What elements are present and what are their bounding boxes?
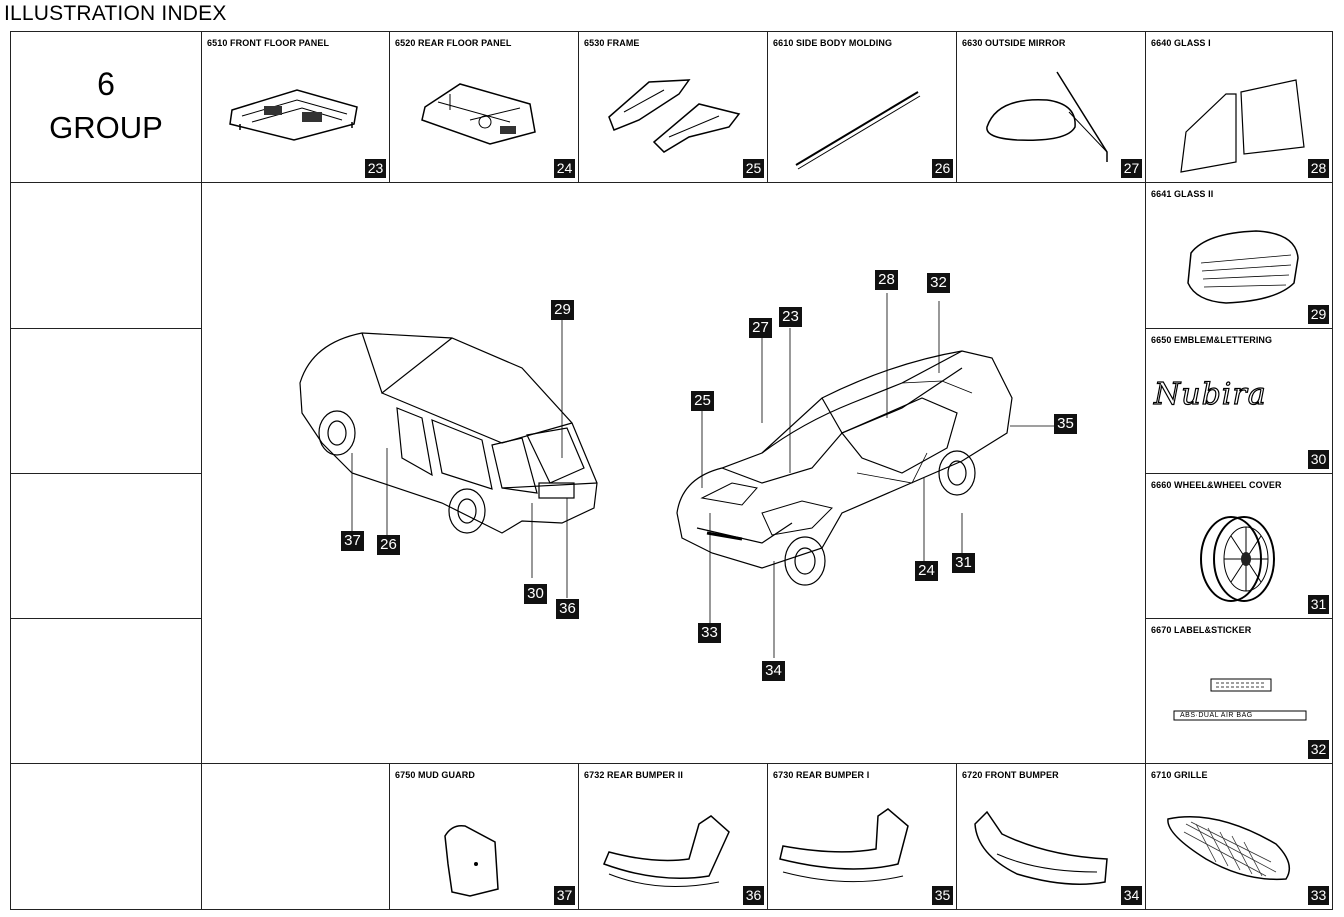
part-cell-glass-2[interactable]: 6641 GLASS II 29 xyxy=(1145,182,1333,329)
part-cell-front-floor-panel[interactable]: 6510 FRONT FLOOR PANEL 23 xyxy=(201,31,390,183)
part-label: 6730 REAR BUMPER I xyxy=(773,770,870,780)
left-empty-cell xyxy=(10,328,202,474)
callout-badge: 31 xyxy=(952,553,975,573)
left-empty-cell xyxy=(10,473,202,619)
callout-badge: 32 xyxy=(927,273,950,293)
wheel-icon xyxy=(1200,516,1275,602)
station-wagon-drawing xyxy=(299,318,598,598)
part-cell-front-bumper[interactable]: 6720 FRONT BUMPER 34 xyxy=(956,763,1146,910)
part-label: 6641 GLASS II xyxy=(1151,189,1214,199)
ref-number-badge: 33 xyxy=(1308,886,1329,905)
part-cell-wheel-cover[interactable]: 6660 WHEEL&WHEEL COVER 31 xyxy=(1145,473,1333,619)
front-floor-panel-icon xyxy=(229,89,358,141)
part-cell-rear-bumper-2[interactable]: 6732 REAR BUMPER II 36 xyxy=(578,763,768,910)
part-cell-grille[interactable]: 6710 GRILLE 33 xyxy=(1145,763,1333,910)
ref-number-badge: 31 xyxy=(1308,595,1329,614)
part-cell-rear-bumper-1[interactable]: 6730 REAR BUMPER I 35 xyxy=(767,763,957,910)
side-body-molding-icon xyxy=(795,91,921,170)
emblem-lettering: Nubira xyxy=(1153,376,1267,412)
ref-number-badge: 28 xyxy=(1308,159,1329,178)
rear-glass-icon xyxy=(1187,230,1299,304)
sedan-drawing xyxy=(676,293,1057,658)
glass-icon xyxy=(1180,79,1305,173)
part-label: 6530 FRAME xyxy=(584,38,640,48)
callout-badge: 35 xyxy=(1054,414,1077,434)
callout-badge: 24 xyxy=(915,561,938,581)
part-label: 6710 GRILLE xyxy=(1151,770,1208,780)
group-box: 6 GROUP xyxy=(10,31,202,183)
part-label: 6510 FRONT FLOOR PANEL xyxy=(207,38,330,48)
part-label: 6650 EMBLEM&LETTERING xyxy=(1151,335,1273,345)
part-label: 6720 FRONT BUMPER xyxy=(962,770,1059,780)
ref-number-badge: 27 xyxy=(1121,159,1142,178)
sticker-label-text: ABS·DUAL AIR BAG xyxy=(1180,712,1253,719)
outside-mirror-icon xyxy=(986,71,1108,162)
ref-number-badge: 37 xyxy=(554,886,575,905)
ref-number-badge: 25 xyxy=(743,159,764,178)
sticker-icon xyxy=(1173,678,1307,721)
part-cell-side-body-molding[interactable]: 6610 SIDE BODY MOLDING 26 xyxy=(767,31,957,183)
part-label: 6520 REAR FLOOR PANEL xyxy=(395,38,512,48)
ref-number-badge: 36 xyxy=(743,886,764,905)
callout-badge: 27 xyxy=(749,318,772,338)
ref-number-badge: 29 xyxy=(1308,305,1329,324)
callout-badge: 37 xyxy=(341,531,364,551)
callout-badge: 23 xyxy=(779,307,802,327)
ref-number-badge: 30 xyxy=(1308,450,1329,469)
left-empty-cell xyxy=(10,182,202,329)
left-empty-cell xyxy=(10,618,202,764)
bottom-empty-cell xyxy=(201,763,390,910)
frame-icon xyxy=(608,79,741,153)
ref-number-badge: 32 xyxy=(1308,740,1329,759)
callout-badge: 29 xyxy=(551,300,574,320)
callout-badge: 30 xyxy=(524,584,547,604)
ref-number-badge: 35 xyxy=(932,886,953,905)
rear-floor-panel-icon xyxy=(421,83,536,145)
grille-icon xyxy=(1167,816,1291,881)
callout-badge: 26 xyxy=(377,535,400,555)
callout-badge: 33 xyxy=(698,623,721,643)
callout-badge: 36 xyxy=(556,599,579,619)
ref-number-badge: 26 xyxy=(932,159,953,178)
group-label: GROUP xyxy=(49,110,163,145)
part-label: 6732 REAR BUMPER II xyxy=(584,770,683,780)
rear-bumper-icon xyxy=(779,808,909,883)
group-number: 6 xyxy=(97,66,115,102)
part-label: 6750 MUD GUARD xyxy=(395,770,475,780)
part-cell-label-sticker[interactable]: 6670 LABEL&STICKER ABS·DUAL AIR BAG 32 xyxy=(1145,618,1333,764)
main-illustration-area: 29 37 26 30 36 27 23 28 32 25 35 24 31 3… xyxy=(201,182,1146,764)
part-cell-frame[interactable]: 6530 FRAME 25 xyxy=(578,31,768,183)
mud-guard-icon xyxy=(444,824,499,897)
ref-number-badge: 23 xyxy=(365,159,386,178)
left-empty-cell xyxy=(10,763,202,910)
part-label: 6660 WHEEL&WHEEL COVER xyxy=(1151,480,1282,490)
part-label: 6670 LABEL&STICKER xyxy=(1151,625,1252,635)
part-label: 6610 SIDE BODY MOLDING xyxy=(773,38,893,48)
page-title: ILLUSTRATION INDEX xyxy=(4,2,227,25)
front-bumper-icon xyxy=(974,810,1108,885)
ref-number-badge: 34 xyxy=(1121,886,1142,905)
part-cell-mud-guard[interactable]: 6750 MUD GUARD 37 xyxy=(389,763,579,910)
part-label: 6630 OUTSIDE MIRROR xyxy=(962,38,1066,48)
ref-number-badge: 24 xyxy=(554,159,575,178)
part-cell-glass-1[interactable]: 6640 GLASS I 28 xyxy=(1145,31,1333,183)
callout-badge: 28 xyxy=(875,270,898,290)
part-cell-rear-floor-panel[interactable]: 6520 REAR FLOOR PANEL 24 xyxy=(389,31,579,183)
part-cell-emblem-lettering[interactable]: 6650 EMBLEM&LETTERING Nubira 30 xyxy=(1145,328,1333,474)
part-label: 6640 GLASS I xyxy=(1151,38,1211,48)
callout-badge: 34 xyxy=(762,661,785,681)
callout-badge: 25 xyxy=(691,391,714,411)
rear-bumper-icon xyxy=(603,815,730,887)
vehicle-illustrations xyxy=(299,293,1057,658)
part-cell-outside-mirror[interactable]: 6630 OUTSIDE MIRROR 27 xyxy=(956,31,1146,183)
